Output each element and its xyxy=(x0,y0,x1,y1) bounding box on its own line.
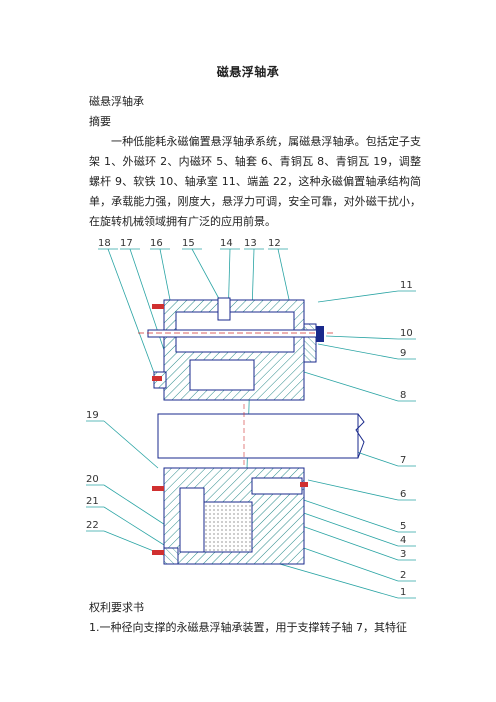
document-title: 磁悬浮轴承 xyxy=(216,65,280,79)
label-2: 2 xyxy=(400,570,406,581)
label-12: 12 xyxy=(268,238,281,249)
label-11: 11 xyxy=(400,280,413,291)
bearing-figure: 18 17 16 15 14 13 12 11 10 9 8 7 6 5 4 3… xyxy=(86,238,416,599)
abstract-heading: 摘要 xyxy=(89,115,111,128)
claims-first-line: 1.一种径向支撑的永磁悬浮轴承装置，用于支撑转子轴 7，其特征 xyxy=(89,621,407,634)
label-1: 1 xyxy=(400,587,406,598)
label-7: 7 xyxy=(400,455,406,466)
label-9: 9 xyxy=(400,348,406,359)
label-18: 18 xyxy=(98,238,111,249)
label-6: 6 xyxy=(400,489,406,500)
label-10: 10 xyxy=(400,328,413,339)
label-4: 4 xyxy=(400,535,406,546)
label-5: 5 xyxy=(400,521,406,532)
upper-housing xyxy=(153,297,317,401)
adjust-rod xyxy=(138,326,336,342)
label-20: 20 xyxy=(86,474,99,485)
label-16: 16 xyxy=(150,238,163,249)
abstract-paragraph: 一种低能耗永磁偏置悬浮轴承系统，属磁悬浮轴承。包括定子支架 1、外磁环 2、内磁… xyxy=(89,135,421,228)
label-17: 17 xyxy=(120,238,133,249)
label-19: 19 xyxy=(86,410,99,421)
label-14: 14 xyxy=(220,238,233,249)
label-13: 13 xyxy=(244,238,257,249)
label-15: 15 xyxy=(182,238,195,249)
document-subtitle: 磁悬浮轴承 xyxy=(89,95,144,108)
bolts xyxy=(152,304,308,555)
label-21: 21 xyxy=(86,496,99,507)
rotor-shaft xyxy=(157,404,365,468)
claims-heading: 权利要求书 xyxy=(89,601,144,614)
lower-housing xyxy=(163,467,305,565)
label-8: 8 xyxy=(400,390,406,401)
label-3: 3 xyxy=(400,549,406,560)
label-22: 22 xyxy=(86,520,99,531)
